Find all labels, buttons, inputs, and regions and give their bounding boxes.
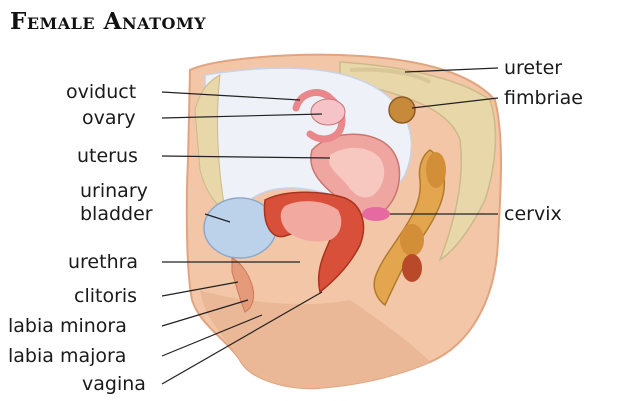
rectum-fold-2 — [400, 224, 424, 256]
label-uterus: uterus — [77, 145, 138, 167]
leader-oviduct — [161, 91, 301, 101]
pubic-bone — [194, 74, 226, 211]
ureter-shape — [349, 67, 431, 84]
leader-fimbriae — [411, 97, 499, 109]
fimbriae-shape — [388, 96, 416, 124]
label-oviduct: oviduct — [66, 81, 137, 103]
diagram-title: Female Anatomy — [10, 8, 207, 35]
anal-sphincter — [402, 254, 422, 282]
cervix-shape — [362, 207, 390, 221]
label-clitoris: clitoris — [74, 285, 138, 307]
label-ureter: ureter — [504, 57, 563, 79]
label-urinary: urinary — [80, 180, 148, 202]
thigh-shading — [200, 290, 430, 389]
uterus-lining — [329, 147, 385, 198]
leader-uterus — [161, 155, 331, 159]
leader-labia-majora — [161, 314, 263, 357]
label-fimbriae: fimbriae — [504, 87, 583, 109]
leader-ureter — [404, 67, 499, 73]
leader-bladder — [204, 213, 231, 223]
label-ovary: ovary — [82, 107, 136, 129]
sacrum — [339, 61, 497, 262]
ovary-shape — [310, 98, 346, 126]
labia-shape — [231, 257, 255, 313]
rectum-fold-1 — [426, 152, 446, 188]
leader-clitoris — [161, 281, 239, 297]
label-cervix: cervix — [504, 203, 562, 225]
label-vagina: vagina — [82, 373, 146, 395]
leader-vagina — [161, 291, 323, 385]
leader-labia-minora — [161, 299, 249, 327]
leader-ovary — [161, 113, 323, 119]
label-urethra: urethra — [68, 251, 139, 273]
label-bladder: bladder — [80, 203, 153, 225]
vagina-inner — [280, 201, 342, 242]
label-labia-majora: labia majora — [8, 345, 127, 367]
label-labia-minora: labia minora — [8, 315, 127, 337]
leader-lines — [161, 67, 499, 385]
